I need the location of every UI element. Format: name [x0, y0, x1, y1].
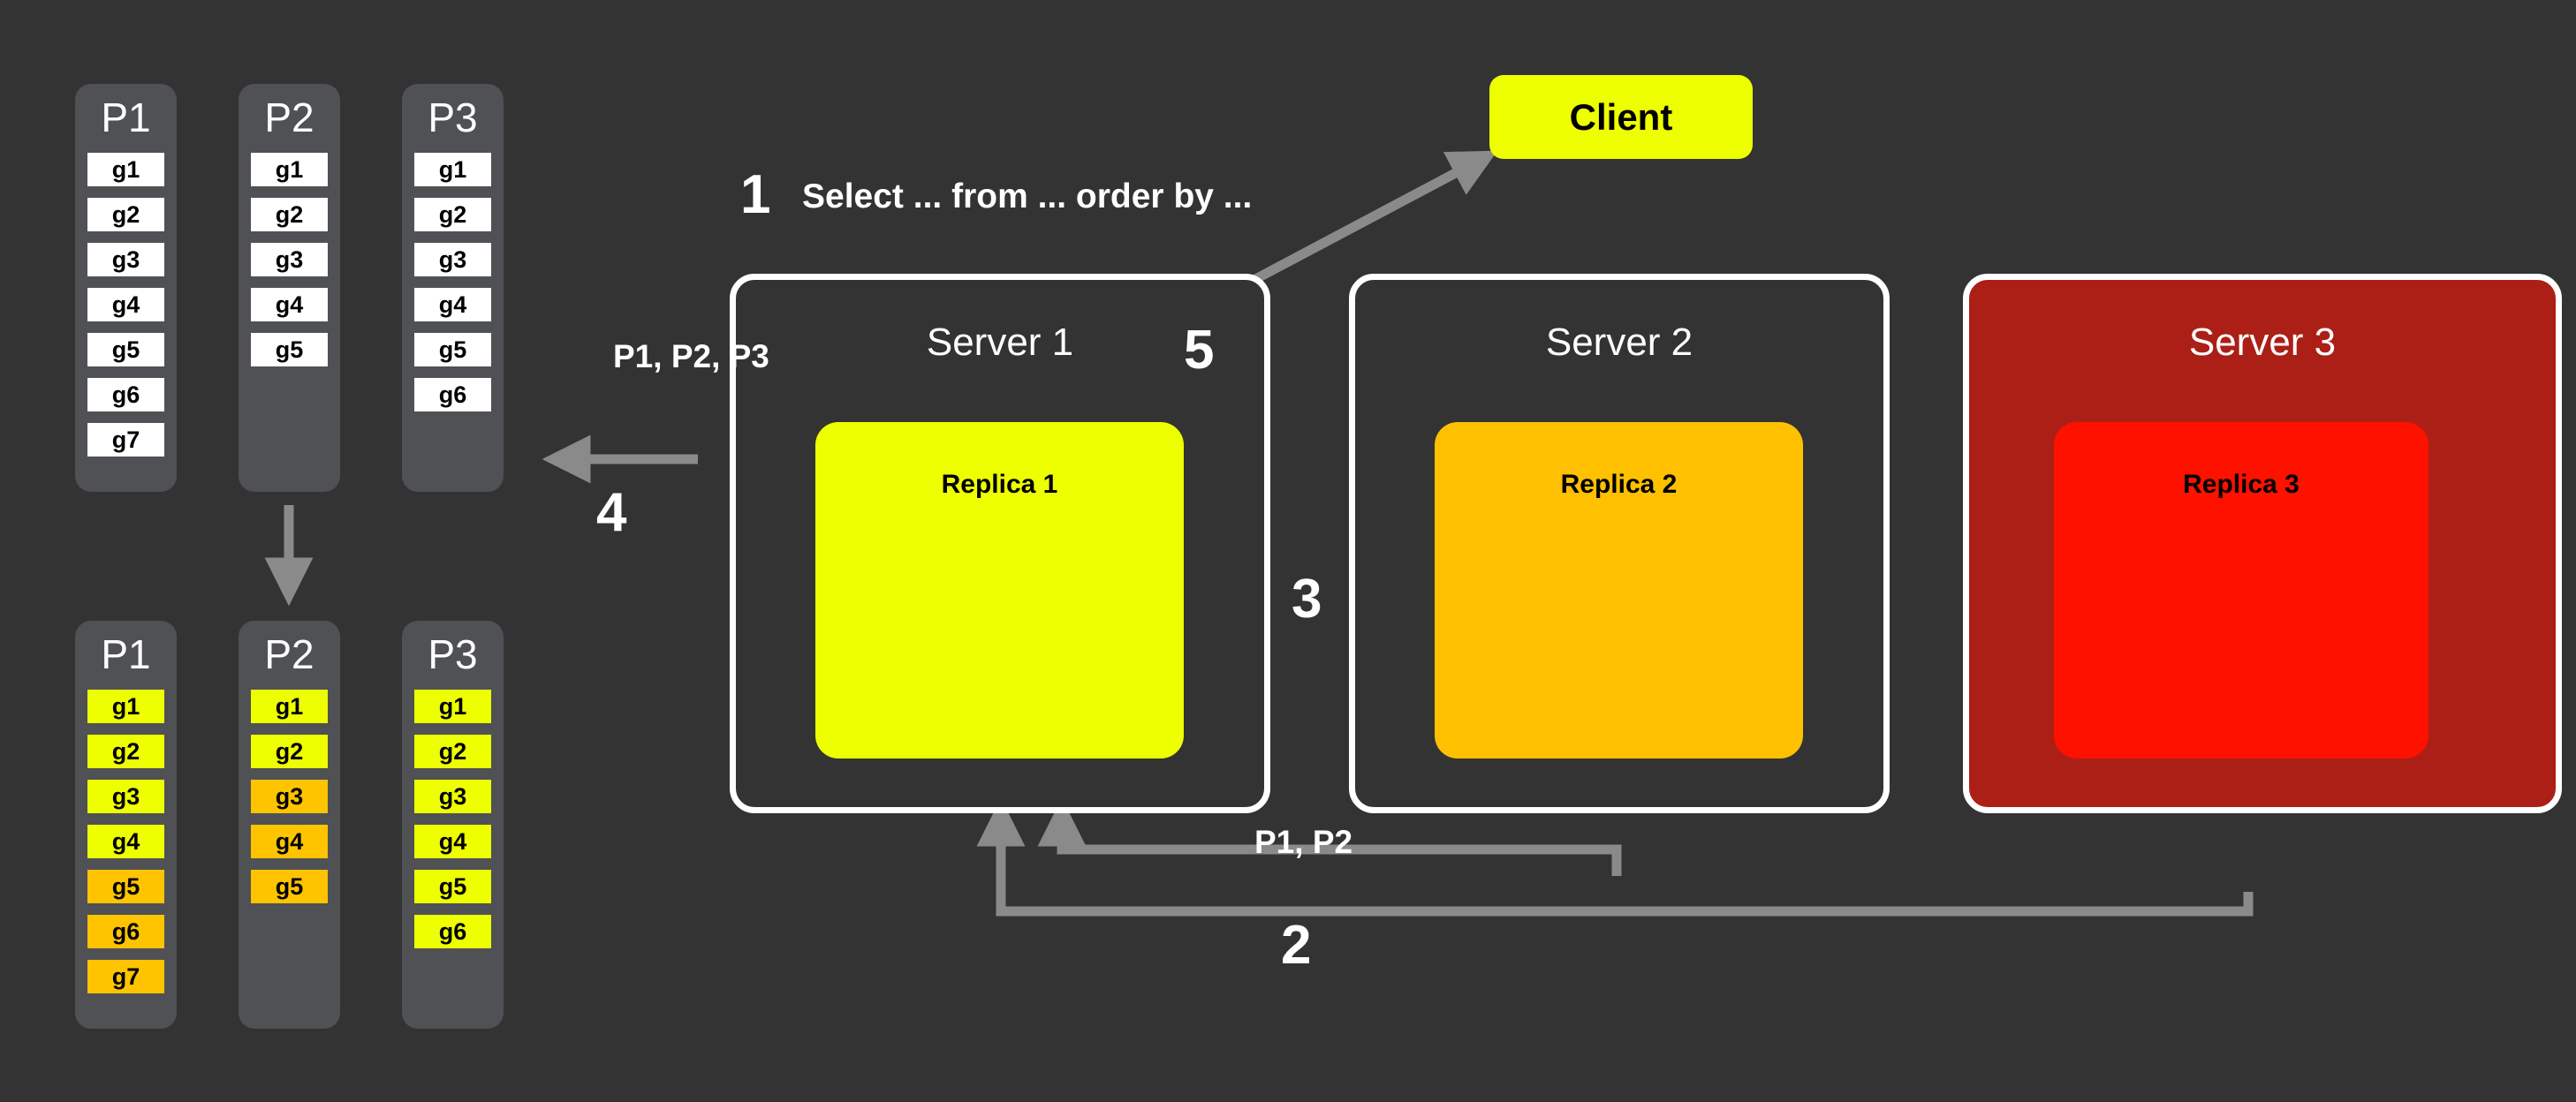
- partition-before-p3: P3 g1 g2 g3 g4 g5 g6: [402, 84, 504, 492]
- server-2-box[interactable]: Server 2 Replica 2: [1349, 274, 1890, 813]
- server-3-box[interactable]: Server 3 Replica 3: [1963, 274, 2562, 813]
- partition-cell: g7: [87, 960, 164, 993]
- partition-cell: g7: [87, 423, 164, 457]
- partition-cell: g6: [414, 915, 491, 948]
- partition-cell: g6: [87, 915, 164, 948]
- partition-cell: g4: [251, 288, 328, 321]
- partition-cell: g2: [251, 198, 328, 231]
- partition-cell: g5: [414, 333, 491, 366]
- step-number-2: 2: [1281, 915, 1312, 976]
- partition-cell: g3: [251, 243, 328, 276]
- partition-after-p2: P2 g1 g2 g3 g4 g5: [239, 621, 340, 1029]
- partition-cell: g1: [251, 690, 328, 723]
- partition-before-p2: P2 g1 g2 g3 g4 g5: [239, 84, 340, 492]
- partition-cell: g1: [414, 690, 491, 723]
- partition-cell: g5: [87, 870, 164, 903]
- partition-after-p3: P3 g1 g2 g3 g4 g5 g6: [402, 621, 504, 1029]
- partition-title: P2: [264, 94, 314, 140]
- partition-cell: g3: [87, 243, 164, 276]
- partition-cell: g4: [414, 288, 491, 321]
- partition-title: P1: [101, 631, 151, 677]
- partition-cells: g1 g2 g3 g4 g5 g6 g7: [87, 153, 164, 468]
- client-label: Client: [1569, 95, 1673, 138]
- partition-cell: g4: [87, 825, 164, 858]
- partition-cell: g4: [251, 825, 328, 858]
- replica-label: Replica 2: [1560, 470, 1678, 499]
- partition-cell: g3: [251, 780, 328, 813]
- partition-cell: g6: [414, 378, 491, 411]
- partition-cell: g2: [87, 735, 164, 768]
- partition-cells: g1 g2 g3 g4 g5: [251, 153, 328, 378]
- step-number-5: 5: [1184, 320, 1215, 381]
- partition-before-p1: P1 g1 g2 g3 g4 g5 g6 g7: [75, 84, 177, 492]
- partition-cell: g2: [414, 198, 491, 231]
- partition-cell: g2: [414, 735, 491, 768]
- step-number-1: 1: [740, 164, 771, 225]
- partition-cells: g1 g2 g3 g4 g5: [251, 690, 328, 915]
- replica-3-box[interactable]: Replica 3: [2054, 422, 2428, 759]
- step-number-4: 4: [596, 482, 627, 543]
- step-number-3: 3: [1292, 569, 1322, 630]
- partition-cell: g5: [87, 333, 164, 366]
- partition-cell: g4: [414, 825, 491, 858]
- partition-cell: g1: [251, 153, 328, 186]
- partition-cells: g1 g2 g3 g4 g5 g6: [414, 153, 491, 423]
- arrow-step2-outer: [976, 797, 2254, 917]
- partition-cell: g1: [414, 153, 491, 186]
- replica-label: Replica 1: [941, 470, 1058, 499]
- partition-cell: g1: [87, 690, 164, 723]
- replica-label: Replica 3: [2183, 470, 2299, 499]
- partition-cell: g4: [87, 288, 164, 321]
- partition-cell: g6: [87, 378, 164, 411]
- label-p1-p2-p3: P1, P2, P3: [613, 338, 769, 374]
- partition-cell: g5: [251, 333, 328, 366]
- server-1-box[interactable]: Server 1 Replica 1: [730, 274, 1270, 813]
- partition-cell: g3: [87, 780, 164, 813]
- partition-cell: g3: [414, 780, 491, 813]
- partition-cell: g1: [87, 153, 164, 186]
- partition-cell: g2: [87, 198, 164, 231]
- partition-title: P3: [428, 94, 478, 140]
- partition-cells: g1 g2 g3 g4 g5 g6: [414, 690, 491, 960]
- partition-cell: g5: [251, 870, 328, 903]
- partition-cell: g3: [414, 243, 491, 276]
- partition-title: P1: [101, 94, 151, 140]
- label-p1-p2: P1, P2: [1254, 824, 1353, 860]
- server-title: Server 1: [926, 321, 1074, 364]
- server-title: Server 2: [1545, 321, 1693, 364]
- replica-2-box[interactable]: Replica 2: [1435, 422, 1803, 759]
- partition-cell: g5: [414, 870, 491, 903]
- server-title: Server 3: [2188, 321, 2337, 364]
- partition-title: P3: [428, 631, 478, 677]
- replica-1-box[interactable]: Replica 1: [815, 422, 1184, 759]
- partition-title: P2: [264, 631, 314, 677]
- partition-after-p1: P1 g1 g2 g3 g4 g5 g6 g7: [75, 621, 177, 1029]
- partition-cell: g2: [251, 735, 328, 768]
- query-label: Select ... from ... order by ...: [802, 177, 1253, 215]
- partition-cells: g1 g2 g3 g4 g5 g6 g7: [87, 690, 164, 1005]
- client-box[interactable]: Client: [1489, 75, 1753, 159]
